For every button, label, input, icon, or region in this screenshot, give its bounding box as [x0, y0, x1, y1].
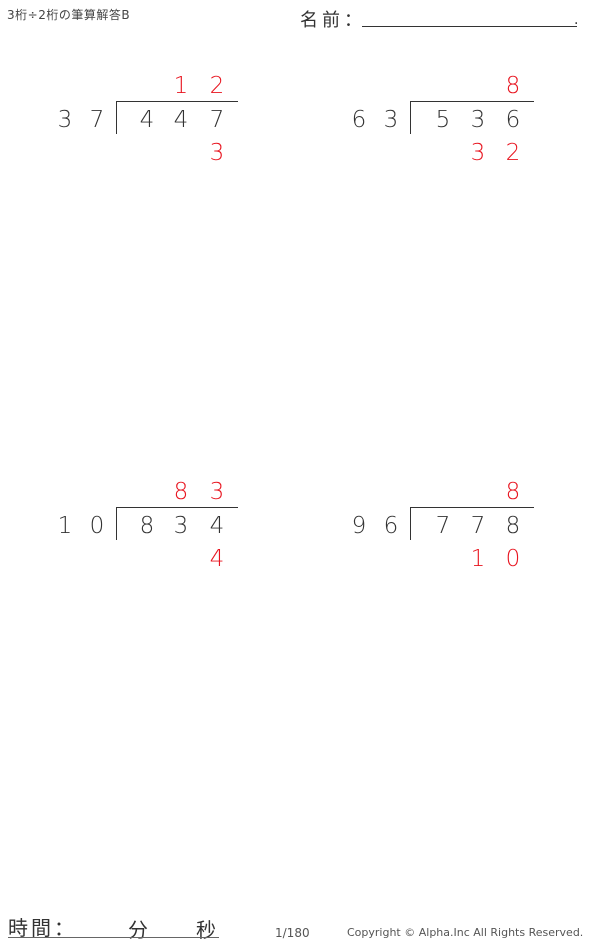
dividend-digit: 6 — [505, 107, 521, 133]
dividend-digit: 5 — [435, 107, 451, 133]
quotient-digit: 8 — [505, 73, 521, 99]
time-label: 時間： — [8, 916, 77, 940]
division-bracket — [116, 101, 117, 134]
dividend-digit: 4 — [139, 107, 155, 133]
divisor-digit: 3 — [57, 107, 73, 133]
divisor-digit: 3 — [383, 107, 399, 133]
name-label: 名前： — [300, 10, 366, 31]
division-problem-2: 8 6 3 5 3 6 3 2 — [340, 70, 580, 180]
worksheet-title: 3桁÷2桁の筆算解答B — [7, 8, 131, 22]
name-end-dot: . — [574, 12, 579, 28]
dividend-digit: 4 — [209, 513, 225, 539]
division-bracket — [116, 507, 117, 540]
remainder-digit: 3 — [470, 140, 486, 166]
dividend-digit: 8 — [139, 513, 155, 539]
time-field-line[interactable] — [8, 937, 219, 938]
division-problem-3: 8 3 1 0 8 3 4 4 — [50, 476, 290, 586]
remainder-digit: 3 — [209, 140, 225, 166]
dividend-digit: 7 — [209, 107, 225, 133]
divisor-digit: 7 — [89, 107, 105, 133]
dividend-digit: 7 — [470, 513, 486, 539]
divisor-digit: 1 — [57, 513, 73, 539]
copyright-text: Copyright © Alpha.Inc All Rights Reserve… — [347, 926, 584, 939]
divisor-digit: 0 — [89, 513, 105, 539]
remainder-digit: 2 — [505, 140, 521, 166]
dividend-digit: 3 — [173, 513, 189, 539]
division-bar — [410, 507, 534, 508]
division-bar — [116, 101, 238, 102]
division-bar — [410, 101, 534, 102]
division-problem-1: 1 2 3 7 4 4 7 3 — [50, 70, 290, 180]
dividend-digit: 4 — [173, 107, 189, 133]
dividend-digit: 7 — [435, 513, 451, 539]
remainder-digit: 0 — [505, 546, 521, 572]
quotient-digit: 2 — [209, 73, 225, 99]
remainder-digit: 1 — [470, 546, 486, 572]
quotient-digit: 8 — [505, 479, 521, 505]
page-number: 1/180 — [275, 926, 310, 940]
division-bar — [116, 507, 238, 508]
quotient-digit: 8 — [173, 479, 189, 505]
divisor-digit: 9 — [351, 513, 367, 539]
division-bracket — [410, 507, 411, 540]
minutes-label: 分 — [128, 918, 148, 942]
divisor-digit: 6 — [351, 107, 367, 133]
quotient-digit: 1 — [173, 73, 189, 99]
divisor-digit: 6 — [383, 513, 399, 539]
division-bracket — [410, 101, 411, 134]
seconds-label: 秒 — [196, 918, 216, 942]
quotient-digit: 3 — [209, 479, 225, 505]
dividend-digit: 8 — [505, 513, 521, 539]
dividend-digit: 3 — [470, 107, 486, 133]
remainder-digit: 4 — [209, 546, 225, 572]
name-field-line[interactable] — [362, 26, 577, 27]
division-problem-4: 8 9 6 7 7 8 1 0 — [340, 476, 580, 586]
